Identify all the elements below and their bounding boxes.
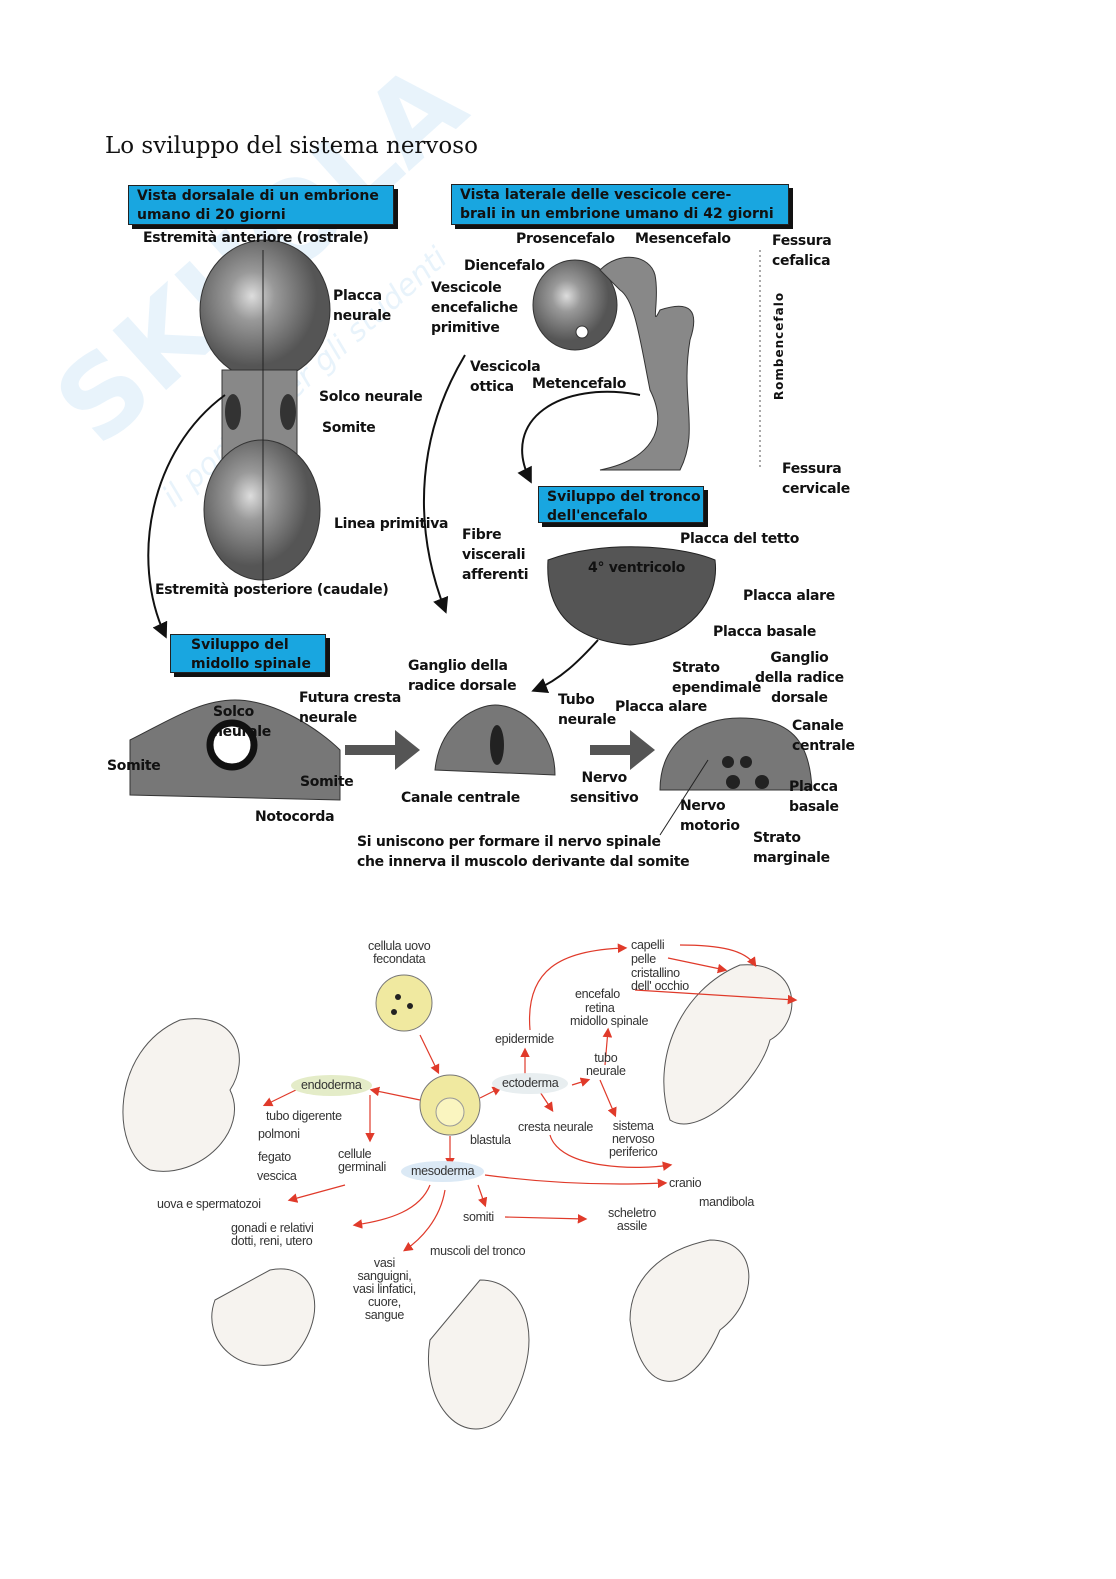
- label-retina: retina: [585, 1001, 615, 1015]
- label-cranio: cranio: [669, 1176, 702, 1190]
- label-somiti: somiti: [463, 1210, 494, 1224]
- label-vescicole: Vescicole encefaliche primitive: [431, 280, 518, 336]
- label-nervo-sensitivo: Nervo sensitivo: [570, 770, 639, 806]
- label-somite: Somite: [322, 420, 376, 436]
- label-mesencefalo: Mesencefalo: [635, 231, 731, 247]
- label-strato-marginale: Strato marginale: [753, 830, 830, 866]
- label-cristallino: cristallino dell' occhio: [631, 966, 689, 993]
- label-placca-alare: Placca alare: [743, 588, 835, 604]
- label-sistema-nervoso-periferico: sistema nervoso periferico: [609, 1119, 658, 1159]
- label-futura-cresta: Futura cresta neurale: [299, 690, 401, 726]
- label-pelle: pelle: [631, 952, 656, 966]
- label-cellule-germinali: cellule germinali: [338, 1147, 387, 1174]
- label-metencefalo: Metencefalo: [532, 376, 627, 392]
- label-tubo-neurale: Tubo neurale: [558, 692, 616, 728]
- label-fessura-cervicale: Fessura cervicale: [782, 461, 850, 497]
- brainstem-section-drawing: [547, 546, 717, 646]
- label-ventricolo: 4° ventricolo: [588, 560, 686, 576]
- label-ganglio-radice-2: Ganglio della radice dorsale: [755, 650, 844, 706]
- label-capelli: capelli: [631, 938, 665, 952]
- figure1-caption: Si uniscono per formare il nervo spinale…: [357, 834, 690, 870]
- label-scheletro-assile: scheletro assile: [608, 1206, 657, 1233]
- box-lateral-view: Vista laterale delle vescicole cere- bra…: [451, 184, 789, 225]
- label-somite-left: Somite: [107, 758, 161, 774]
- label-placca-basale-2: Placca basale: [789, 779, 839, 815]
- label-solco-neurale: Solco neurale: [319, 389, 423, 405]
- label-canale-centrale-2: Canale centrale: [792, 718, 855, 754]
- label-placca-tetto: Placca del tetto: [680, 531, 800, 547]
- label-fegato: fegato: [258, 1150, 291, 1164]
- label-endoderma: endoderma: [291, 1075, 372, 1096]
- label-gonadi: gonadi e relativi dotti, reni, utero: [231, 1221, 314, 1248]
- label-placca-alare-2: Placca alare: [615, 699, 707, 715]
- label-fibre: Fibre viscerali afferenti: [462, 527, 529, 583]
- label-canale-centrale: Canale centrale: [401, 790, 520, 806]
- box-spinal-cord: Sviluppo del midollo spinale: [170, 634, 326, 673]
- label-vasi: vasi sanguigni, vasi linfatici, cuore, s…: [353, 1256, 416, 1322]
- label-vescica: vescica: [257, 1169, 297, 1183]
- label-solco-neurale-2: Solco neurale: [213, 704, 271, 740]
- label-cellula-uovo: cellula uovo fecondata: [368, 939, 431, 966]
- box-dorsal-view: Vista dorsalale di un embrione umano di …: [128, 185, 394, 225]
- label-tubo-neurale-2: tubo neurale: [586, 1051, 626, 1078]
- label-tubo-digerente: tubo digerente: [266, 1109, 342, 1123]
- label-uova-spermatozoi: uova e spermatozoi: [157, 1197, 261, 1211]
- label-fessura-cefalica: Fessura cefalica: [772, 233, 832, 269]
- label-ganglio-radice: Ganglio della radice dorsale: [408, 658, 517, 694]
- label-linea-primitiva: Linea primitiva: [334, 516, 449, 532]
- spinal-cord-section-drawing: [659, 717, 813, 791]
- label-prosencefalo: Prosencefalo: [516, 231, 615, 247]
- label-somite-right: Somite: [300, 774, 354, 790]
- label-muscoli-tronco: muscoli del tronco: [430, 1244, 526, 1258]
- page-title: Lo sviluppo del sistema nervoso: [105, 133, 478, 159]
- label-rostrale: Estremità anteriore (rostrale): [143, 230, 369, 246]
- label-midollo-spinale: midollo spinale: [570, 1014, 649, 1028]
- label-diencefalo: Diencefalo: [464, 258, 545, 274]
- label-caudale: Estremità posteriore (caudale): [155, 582, 389, 598]
- label-placca-neurale: Placca neurale: [333, 288, 391, 324]
- label-strato-ependimale: Strato ependimale: [672, 660, 762, 696]
- label-vescicola-ottica: Vescicola ottica: [470, 359, 541, 395]
- label-polmoni: polmoni: [258, 1127, 300, 1141]
- label-epidermide: epidermide: [495, 1032, 554, 1046]
- label-blastula: blastula: [470, 1133, 511, 1147]
- dorsal-embryo-drawing: [199, 239, 331, 585]
- label-ectoderma: ectoderma: [492, 1073, 569, 1094]
- label-mandibola: mandibola: [699, 1195, 754, 1209]
- label-rombencefalo: Rombencefalo: [772, 291, 787, 401]
- label-encefalo: encefalo: [575, 987, 620, 1001]
- label-notocorda: Notocorda: [255, 809, 335, 825]
- label-placca-basale: Placca basale: [713, 624, 817, 640]
- brain-vesicles-drawing: [532, 256, 695, 471]
- label-mesoderma: mesoderma: [401, 1161, 485, 1182]
- box-brainstem: Sviluppo del tronco dell'encefalo: [538, 486, 704, 524]
- label-cresta-neurale: cresta neurale: [518, 1120, 594, 1134]
- development-diagram-drawings: [122, 964, 793, 1430]
- label-nervo-motorio: Nervo motorio: [680, 798, 740, 834]
